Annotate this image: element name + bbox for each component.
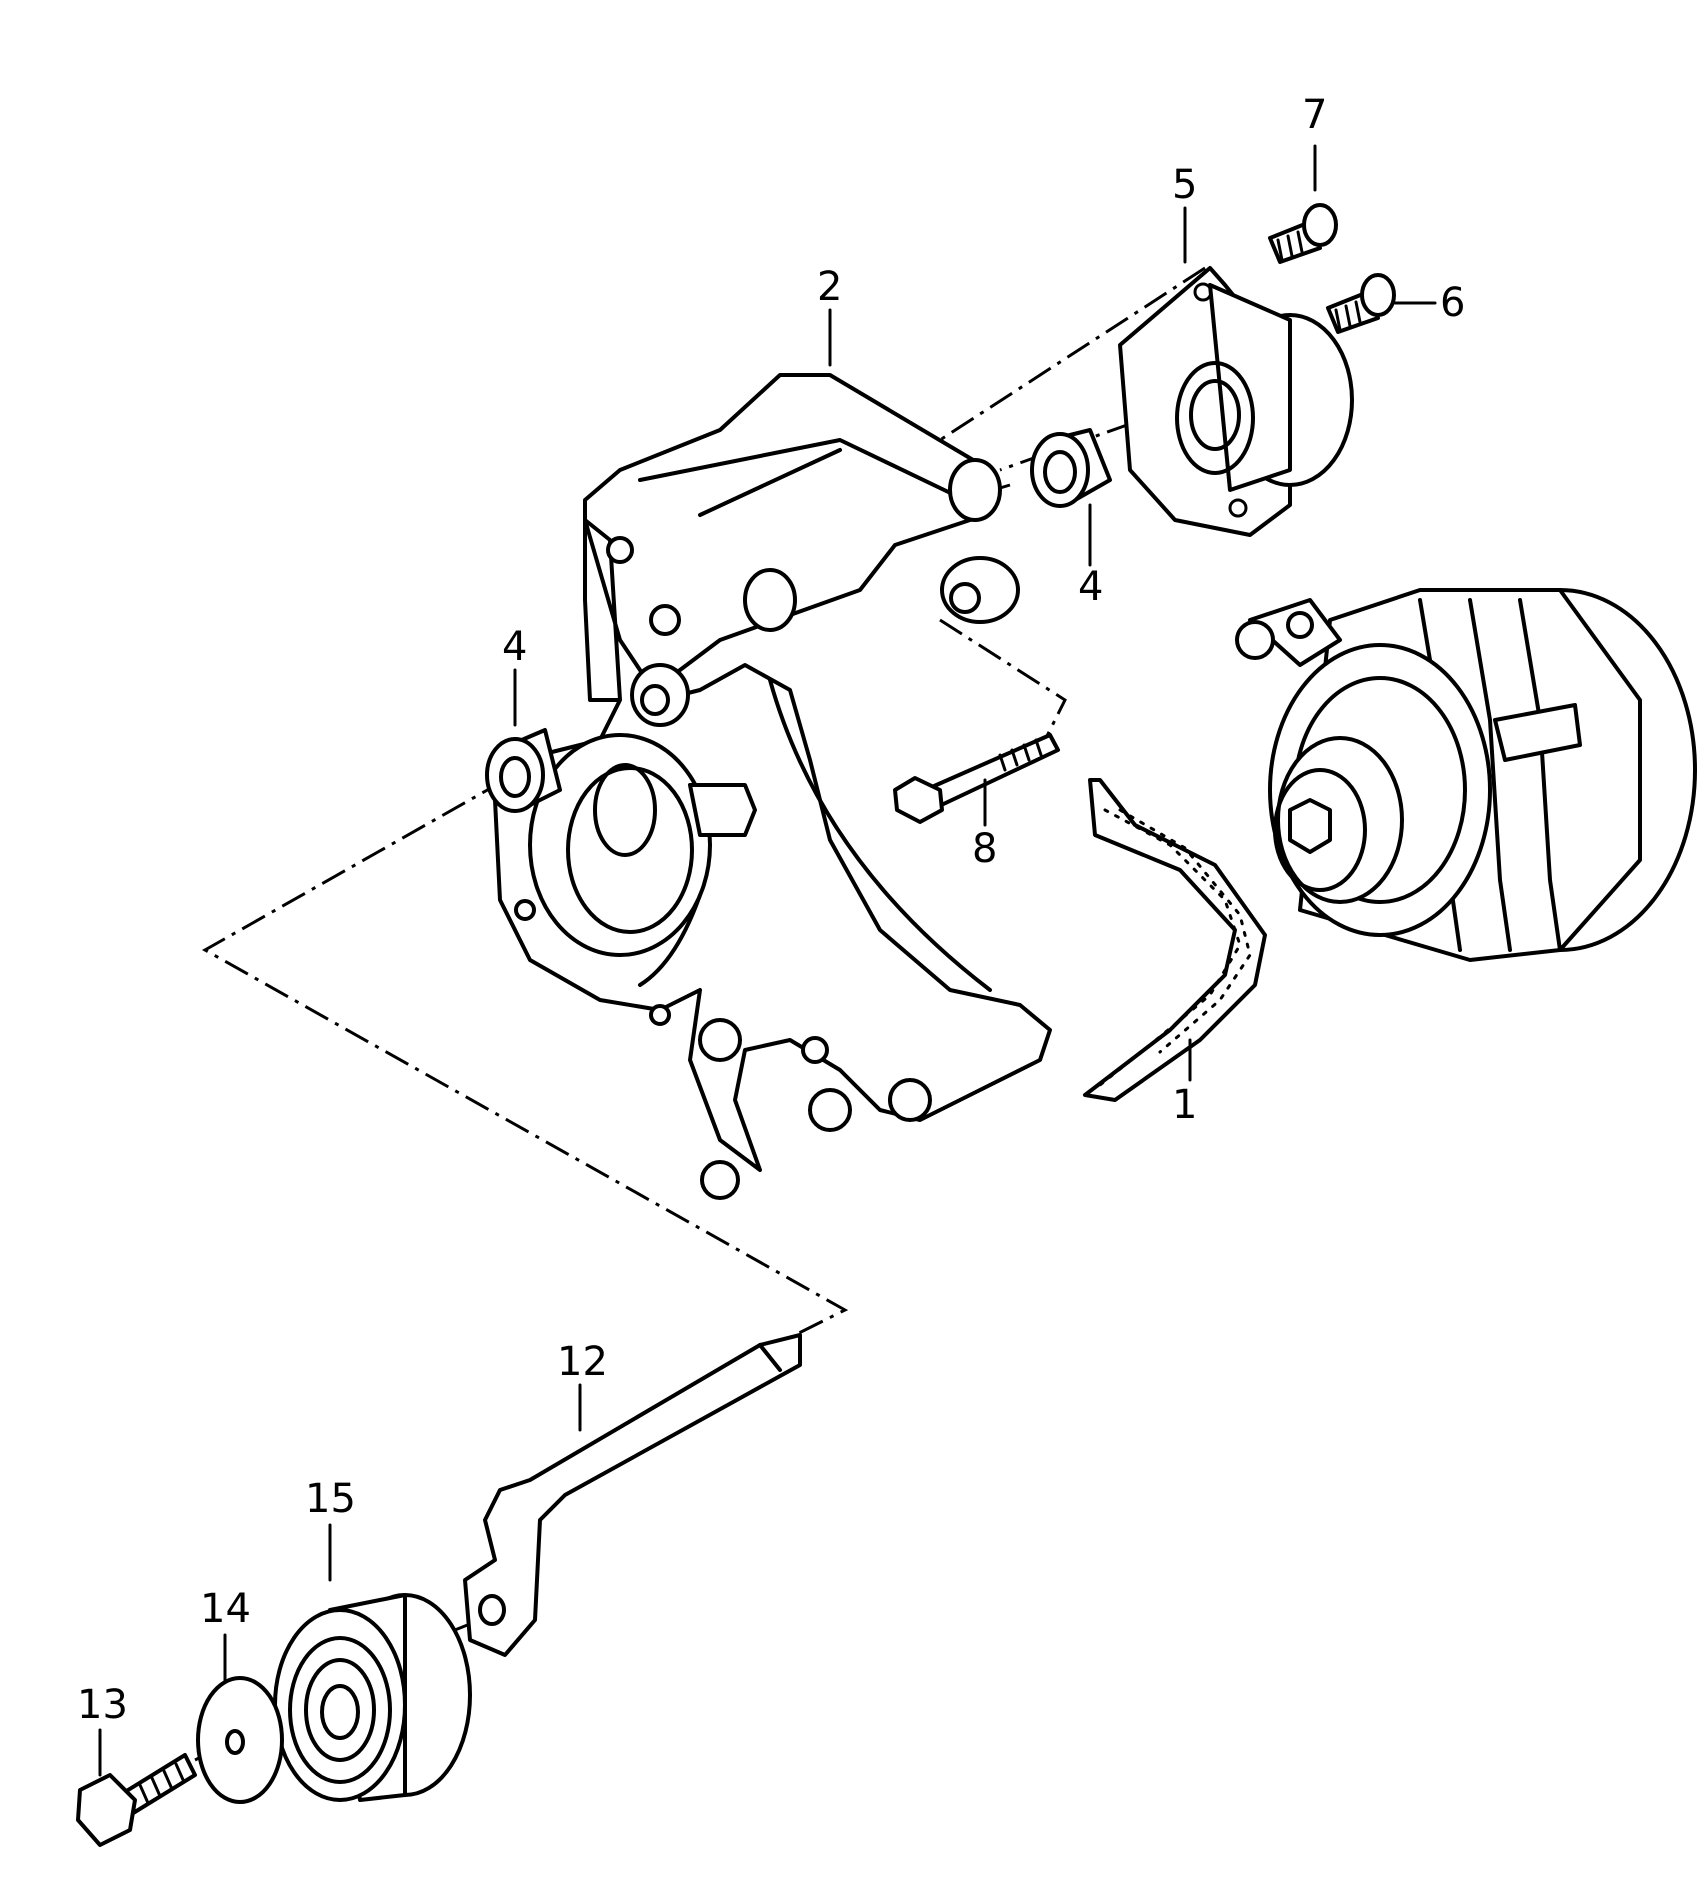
callout-14: 14 (200, 1586, 251, 1632)
callout-13: 13 (77, 1682, 128, 1728)
cap-screw-7 (1268, 203, 1338, 264)
leader-lines (98, 144, 1437, 1777)
bushing-left (485, 728, 562, 813)
cap-screw-6 (1326, 273, 1396, 334)
ribbed-belt (1083, 778, 1267, 1102)
callout-4-right: 4 (1078, 564, 1103, 610)
callout-labels: 1 2 4 4 5 6 7 8 12 13 14 15 (77, 92, 1465, 1728)
washer (196, 1676, 284, 1804)
callout-5: 5 (1172, 162, 1197, 208)
callout-1: 1 (1172, 1082, 1197, 1128)
mounting-bracket (493, 373, 1052, 1200)
callout-15: 15 (305, 1476, 356, 1522)
hex-bolt-13 (76, 1753, 197, 1847)
callout-8: 8 (972, 826, 997, 872)
idler-pulley (273, 1593, 472, 1802)
alternator (1235, 588, 1697, 962)
callout-2: 2 (817, 264, 842, 310)
bolt-8 (893, 733, 1060, 824)
callout-7: 7 (1302, 92, 1327, 138)
tensioner-arm (463, 1333, 802, 1657)
callout-12: 12 (557, 1339, 608, 1385)
callout-6: 6 (1440, 280, 1465, 326)
bushing-right (1030, 428, 1112, 508)
tension-housing (1118, 266, 1354, 537)
callout-4-left: 4 (502, 624, 527, 670)
